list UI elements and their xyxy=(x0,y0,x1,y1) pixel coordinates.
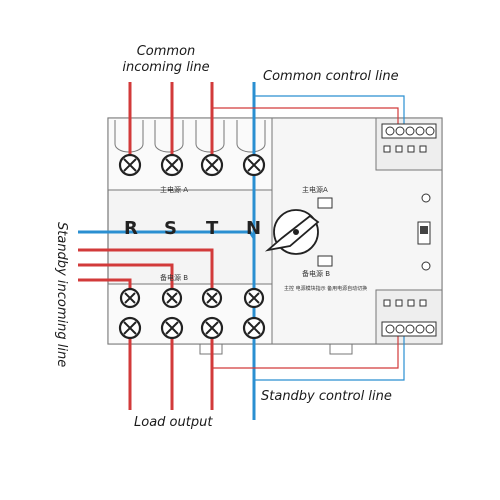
terminal-screw-icon xyxy=(201,287,223,309)
standby-incoming-label: Standby incoming line xyxy=(54,222,69,367)
terminal-screw-icon xyxy=(243,287,265,309)
top-terminal-screws xyxy=(118,153,266,177)
terminal-screw-icon xyxy=(118,316,142,340)
phase-letter-t: T xyxy=(206,218,219,239)
standby-control-label: Standby control line xyxy=(261,389,392,404)
control-panel: 主电源A 备电源 B xyxy=(264,123,437,337)
bottom-row-label: 备电源 B xyxy=(160,273,188,282)
terminal-screw-icon xyxy=(242,153,266,177)
main-indicator-window xyxy=(317,197,333,209)
common-control-label: Common control line xyxy=(263,69,399,84)
control-terminal-bottom xyxy=(381,299,437,337)
terminal-screw-icon xyxy=(200,153,224,177)
terminal-screw-icon xyxy=(160,153,184,177)
terminal-screw-icon xyxy=(118,153,142,177)
terminal-screw-icon xyxy=(160,316,184,340)
common-control-wires xyxy=(212,95,405,130)
middle-terminal-screws xyxy=(119,287,265,309)
panel-label-standby: 备电源 B xyxy=(302,269,330,278)
phase-letters: R S T N xyxy=(124,218,261,239)
terminal-screw-icon xyxy=(119,287,141,309)
top-row-label: 主电源 A xyxy=(160,185,188,194)
standby-control-wires xyxy=(212,330,405,381)
panel-label-main: 主电源A xyxy=(302,185,328,194)
rotary-handle-icon[interactable] xyxy=(264,209,320,255)
load-output-wires xyxy=(128,330,214,410)
bottom-terminal-screws xyxy=(118,316,266,340)
phase-letter-r: R xyxy=(124,218,138,239)
load-output-label: Load output xyxy=(134,415,213,430)
common-incoming-wires xyxy=(128,82,214,165)
status-led-bottom xyxy=(421,261,431,271)
device-fine-print: 主控 电源模块指示 备用电源自动切换 xyxy=(284,285,367,292)
terminal-screw-icon xyxy=(242,316,266,340)
standby-indicator-window xyxy=(317,255,333,267)
phase-letter-s: S xyxy=(164,218,177,239)
top-terminal-pockets xyxy=(114,120,266,153)
terminal-screw-icon xyxy=(161,287,183,309)
common-incoming-label-line1: Common xyxy=(137,44,196,59)
common-incoming-label-line2: incoming line xyxy=(122,60,209,75)
terminal-screw-icon xyxy=(200,316,224,340)
mode-switch[interactable] xyxy=(417,221,431,245)
status-led-top xyxy=(421,193,431,203)
control-terminal-top xyxy=(381,123,437,153)
phase-letter-n: N xyxy=(246,218,261,239)
